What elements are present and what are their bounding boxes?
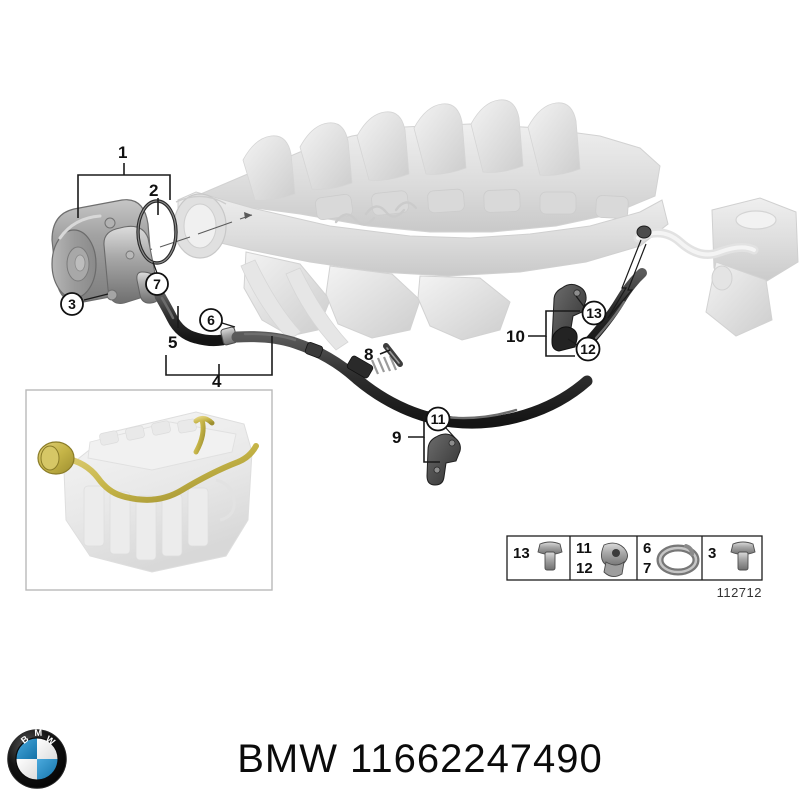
- pump-hub-center: [74, 254, 86, 272]
- callout-7-label: 7: [153, 276, 161, 292]
- part-12-clip: [551, 326, 578, 352]
- callout-4-leader: [165, 336, 273, 376]
- small-hardware-parts: [383, 283, 587, 486]
- parts-legend: 13 11 12 6 7 3: [506, 535, 763, 600]
- legend-cell-4-number: 3: [708, 545, 716, 562]
- legend-cell-2-number-b: 12: [576, 560, 593, 577]
- callout-13-leader: [575, 295, 586, 309]
- inset-block-ribs: [83, 485, 209, 561]
- booster-connection-leader: [607, 239, 647, 319]
- corrugation-ribs: [370, 355, 398, 375]
- callout-13-label: 13: [586, 305, 602, 321]
- callout-2-label: 2: [149, 181, 158, 200]
- pump-boss-top: [104, 217, 116, 229]
- callout-3-leader: [83, 293, 109, 301]
- callout-3-bubble: [60, 292, 84, 316]
- hose-section-5-highlight: [160, 296, 175, 320]
- callout-11-bubble: [425, 406, 451, 432]
- casting-emboss-marks: [334, 201, 418, 226]
- hex-bolt-icon-2: [730, 541, 756, 571]
- pump-highlight: [58, 214, 102, 240]
- footer-part-title: BMW 11662247490: [237, 736, 603, 781]
- callout-6-leader: [221, 322, 236, 328]
- exploded-parts-diagram: 1 2 3 7 6: [25, 99, 799, 600]
- diagram-id-label: 112712: [717, 585, 762, 600]
- callout-9-leader: [408, 411, 440, 463]
- bmw-logo-icon: B M W: [7, 728, 67, 789]
- centerline-arrow: [244, 212, 252, 219]
- line-coupling-a: [304, 342, 324, 358]
- legend-cell-1-number: 13: [513, 545, 530, 562]
- inset-highlighted-vacuum-line: [37, 415, 259, 503]
- vacuum-line-end-riser: [581, 268, 647, 350]
- callout-layer: 1 2 3 7 6: [60, 143, 647, 463]
- clip-bracket-icon: [601, 542, 628, 577]
- inset-pump-face: [40, 445, 60, 471]
- vacuum-hose-assembly: [154, 225, 652, 429]
- callout-5-label: 5: [168, 333, 177, 352]
- hose-clamp-icon: [656, 544, 700, 576]
- inset-head-details: [99, 418, 197, 446]
- callout-12-label: 12: [580, 341, 596, 357]
- callout-8-label: 8: [364, 345, 373, 364]
- callout-9-label: 9: [392, 428, 401, 447]
- engine-overview-inset: [25, 389, 273, 591]
- callout-10-label: 10: [506, 327, 525, 346]
- pump-o-ring-seal: [136, 199, 178, 265]
- booster-line-ghost-highlight: [636, 230, 756, 257]
- vacuum-line-highlight-a: [243, 332, 297, 342]
- vacuum-line-main: [231, 331, 593, 429]
- callout-1-label: 1: [118, 143, 127, 162]
- callout-13-bubble: [581, 300, 607, 326]
- callout-11-leader: [444, 426, 456, 439]
- block-rib-2: [285, 267, 349, 351]
- hex-bolt-icon: [537, 541, 563, 571]
- inset-block-contour: [215, 478, 236, 522]
- callout-12-bubble: [575, 336, 601, 362]
- block-lower-casting-3: [417, 275, 511, 341]
- callout-7-leader: [152, 261, 158, 274]
- callout-7-bubble: [145, 272, 169, 296]
- callout-8-leader: [379, 349, 391, 355]
- callout-1-leader: [77, 163, 171, 218]
- pump-boss-bottom: [106, 289, 118, 301]
- vacuum-line-end-fitting: [636, 225, 652, 239]
- inset-head-top: [87, 421, 237, 471]
- engine-ghost-illustration: [139, 99, 799, 351]
- cylinder-head-body: [177, 191, 669, 277]
- part-11-bracket: [426, 433, 461, 486]
- svg-text:M: M: [34, 728, 42, 738]
- brake-booster-ghost: [705, 197, 799, 337]
- callout-11-label: 11: [431, 411, 446, 427]
- line-corrugated-section: [346, 355, 398, 379]
- vacuum-line-end-highlight: [594, 300, 626, 340]
- pump-mounting-flange: [173, 193, 227, 259]
- pump-boss-side: [125, 250, 135, 260]
- footer-bar: B M W BMW 11662247490: [0, 718, 800, 800]
- callout-4-label: 4: [212, 372, 222, 391]
- legend-cell-3-number-a: 6: [643, 540, 651, 557]
- callout-10-leader: [528, 310, 580, 357]
- callout-3-label: 3: [68, 296, 76, 312]
- callout-6-bubble: [199, 308, 223, 332]
- manifold-ports: [315, 188, 629, 221]
- inset-engine-block: [63, 411, 253, 573]
- manifold-runners: [242, 99, 581, 201]
- block-lower-casting-2: [325, 265, 421, 339]
- callout-6-label: 6: [207, 312, 215, 328]
- legend-cell-2-number-a: 11: [576, 540, 592, 557]
- svg-text:B: B: [19, 734, 31, 746]
- legend-cell-3-number-b: 7: [643, 560, 651, 577]
